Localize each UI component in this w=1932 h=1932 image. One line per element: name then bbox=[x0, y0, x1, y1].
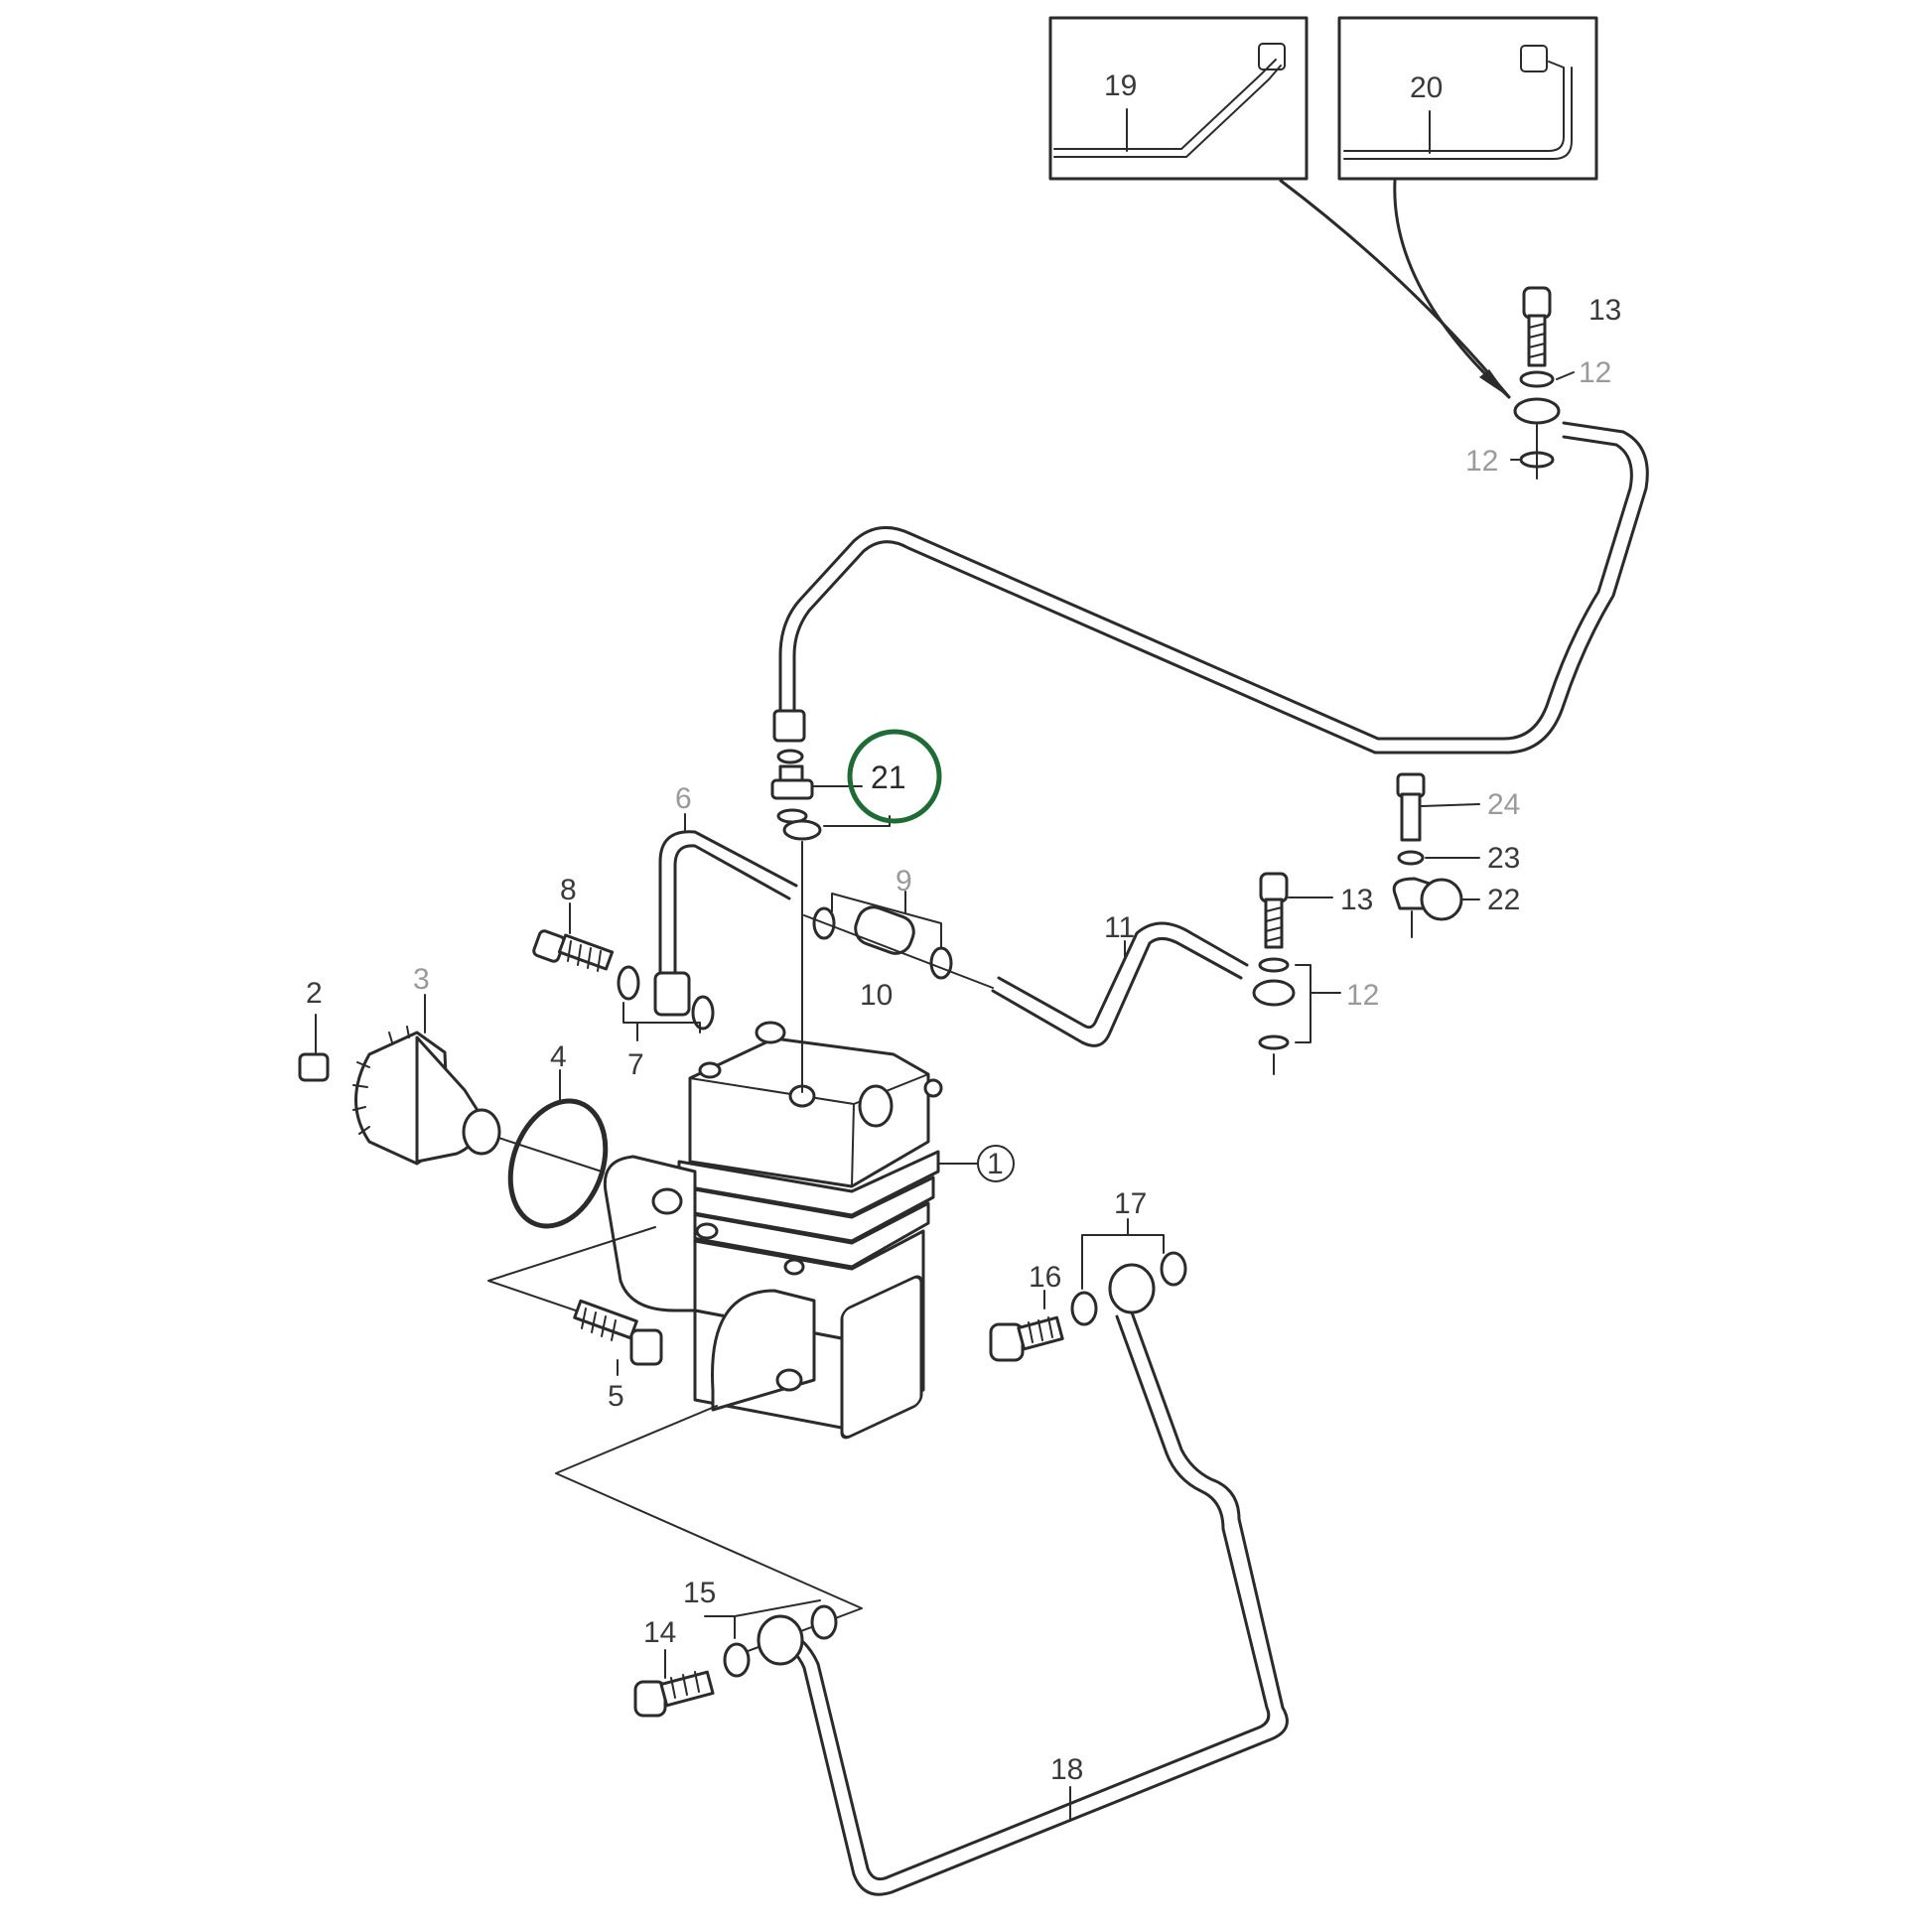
label-19: 19 bbox=[1104, 69, 1137, 102]
compressor-1: 1 bbox=[485, 1021, 1015, 1440]
label-6: 6 bbox=[675, 782, 692, 815]
label-13-mid: 13 bbox=[1340, 884, 1373, 916]
label-17: 17 bbox=[1114, 1187, 1147, 1220]
label-4: 4 bbox=[550, 1040, 567, 1073]
label-13-top: 13 bbox=[1588, 294, 1621, 327]
long-delivery-pipe bbox=[778, 421, 1649, 755]
inset-box-20: 20 bbox=[1337, 16, 1598, 181]
inset-box-19: 19 bbox=[1048, 16, 1309, 181]
label-10: 10 bbox=[860, 979, 893, 1012]
bolt-14-washers-15: 14 15 bbox=[555, 1405, 863, 1718]
label-15: 15 bbox=[683, 1577, 716, 1609]
top-banjo-fitting: 13 12 12 bbox=[1465, 286, 1621, 480]
label-22: 22 bbox=[1487, 884, 1520, 916]
label-1: 1 bbox=[987, 1148, 1004, 1180]
label-21: 21 bbox=[871, 759, 906, 795]
label-16: 16 bbox=[1029, 1261, 1061, 1294]
label-8: 8 bbox=[560, 874, 577, 906]
label-7: 7 bbox=[627, 1048, 644, 1081]
bolt-16-washers-17: 16 17 bbox=[989, 1187, 1187, 1362]
highlight-ring-21: 21 bbox=[847, 729, 942, 824]
o-ring-4: 4 bbox=[507, 1040, 609, 1229]
bolt-5: 5 bbox=[487, 1226, 663, 1413]
middle-banjo-fitting: 13 12 bbox=[1252, 872, 1379, 1075]
label-2: 2 bbox=[306, 977, 323, 1010]
label-12-lower: 12 bbox=[1465, 445, 1498, 478]
label-20: 20 bbox=[1410, 71, 1443, 104]
label-11: 11 bbox=[1104, 911, 1135, 944]
label-14: 14 bbox=[643, 1616, 676, 1649]
gear-3-and-nut-2: 2 3 bbox=[298, 963, 501, 1166]
pipe-18: 18 bbox=[788, 1311, 1289, 1896]
label-12-top: 12 bbox=[1579, 356, 1611, 389]
label-3: 3 bbox=[413, 963, 430, 996]
pipe-11: 11 bbox=[991, 911, 1249, 1047]
label-23: 23 bbox=[1487, 842, 1520, 875]
banjo-bolt-8: 8 7 bbox=[532, 874, 715, 1081]
label-9: 9 bbox=[896, 865, 912, 897]
fitting-21-stack bbox=[770, 709, 891, 1093]
pipe-6: 6 bbox=[653, 782, 798, 1017]
label-24: 24 bbox=[1487, 788, 1520, 821]
label-12-mid: 12 bbox=[1346, 979, 1379, 1012]
axis-line-sleeve bbox=[803, 914, 994, 989]
fitting-22-23-24: 24 23 22 bbox=[1392, 772, 1520, 938]
label-5: 5 bbox=[608, 1380, 624, 1413]
sleeve-10-and-washers-9: 9 10 bbox=[812, 865, 953, 1012]
inset-leaders bbox=[1279, 179, 1511, 399]
label-18: 18 bbox=[1050, 1753, 1083, 1786]
